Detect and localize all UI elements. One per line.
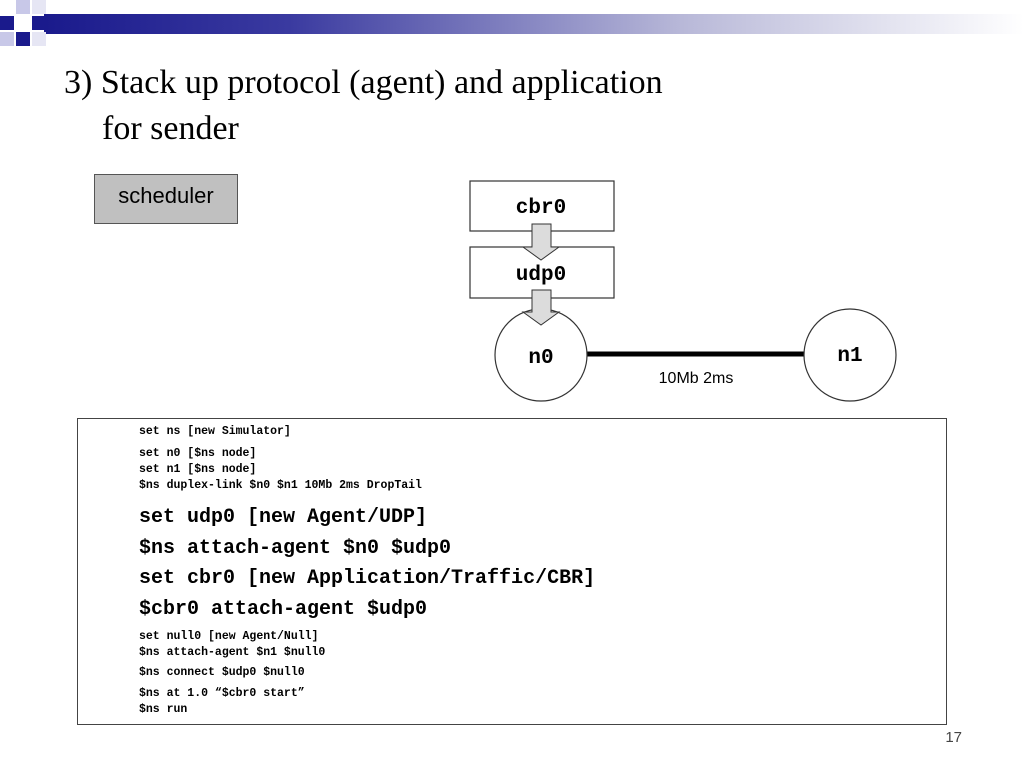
code-line: $ns connect $udp0 $null0 [139, 666, 305, 679]
code-line: set ns [new Simulator] [139, 425, 291, 438]
code-line: set cbr0 [new Application/Traffic/CBR] [139, 567, 596, 590]
slide-title-line-1: 3) Stack up protocol (agent) and applica… [64, 64, 663, 101]
code-line: set n0 [$ns node] [139, 447, 257, 460]
code-listing: set ns [new Simulator] set n0 [$ns node]… [77, 418, 947, 725]
slide-title-line-2: for sender [102, 110, 239, 147]
slide-title: 3) Stack up protocol (agent) and applica… [64, 60, 663, 152]
code-group-nodes: set n0 [$ns node] set n1 [$ns node] $ns … [139, 446, 422, 494]
app-box-cbr0 [469, 180, 615, 232]
node-label-n1: n1 [837, 345, 862, 368]
code-line: $ns attach-agent $n1 $null0 [139, 646, 326, 659]
link-label: 10Mb 2ms [659, 370, 734, 387]
arrow-down-icon [521, 223, 561, 261]
node-label-n0: n0 [528, 347, 553, 370]
page-number: 17 [945, 729, 962, 746]
agent-label-udp0: udp0 [516, 264, 566, 287]
code-line: $ns at 1.0 “$cbr0 start” [139, 687, 305, 700]
header-band [0, 0, 1024, 46]
arrow-down-icon [521, 289, 561, 326]
network-diagram: cbr0 udp0 n0 n1 10Mb 2ms [469, 180, 897, 402]
scheduler-box: scheduler [94, 174, 238, 224]
node-n1 [803, 308, 897, 402]
code-group-highlight: set udp0 [new Agent/UDP] $ns attach-agen… [139, 503, 595, 625]
code-line: $cbr0 attach-agent $udp0 [139, 597, 428, 621]
code-line: $ns duplex-link $n0 $n1 10Mb 2ms DropTai… [139, 479, 422, 492]
app-label-cbr0: cbr0 [516, 197, 566, 220]
code-group-null: set null0 [new Agent/Null] $ns attach-ag… [139, 629, 325, 661]
code-line: $ns attach-agent $n0 $udp0 [139, 536, 452, 560]
code-line: set null0 [new Agent/Null] [139, 630, 319, 643]
scheduler-label: scheduler [118, 183, 214, 208]
code-line: set n1 [$ns node] [139, 463, 257, 476]
corner-squares-icon [0, 0, 46, 46]
code-line: $ns run [139, 703, 188, 716]
code-line: set udp0 [new Agent/UDP] [139, 506, 428, 529]
code-group-run: $ns at 1.0 “$cbr0 start” $ns run [139, 686, 305, 718]
